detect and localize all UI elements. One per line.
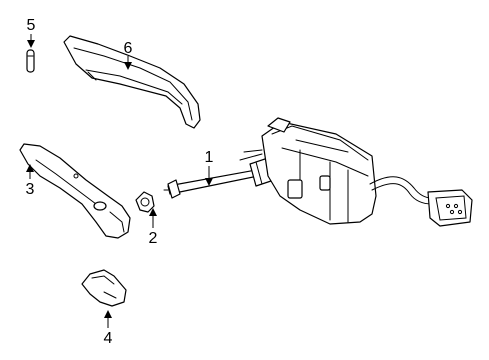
callout-5: 5 bbox=[27, 17, 36, 48]
part-2-nut bbox=[135, 191, 155, 213]
callout-4: 4 bbox=[104, 310, 113, 347]
callout-1-label: 1 bbox=[205, 149, 214, 166]
part-6-wiper-blade bbox=[63, 35, 201, 129]
callout-2-label: 2 bbox=[149, 230, 158, 247]
part-4-cap bbox=[81, 269, 127, 307]
callout-3-label: 3 bbox=[26, 181, 35, 198]
part-1-wiper-motor bbox=[163, 117, 473, 227]
callout-2: 2 bbox=[149, 208, 158, 247]
callout-1: 1 bbox=[205, 149, 214, 186]
callout-5-label: 5 bbox=[27, 17, 36, 34]
callout-6-label: 6 bbox=[124, 40, 133, 57]
part-3-wiper-arm bbox=[19, 143, 131, 239]
callout-3: 3 bbox=[26, 164, 35, 198]
part-5-pin bbox=[26, 49, 35, 73]
callout-6: 6 bbox=[124, 40, 133, 70]
callout-4-label: 4 bbox=[104, 330, 113, 347]
